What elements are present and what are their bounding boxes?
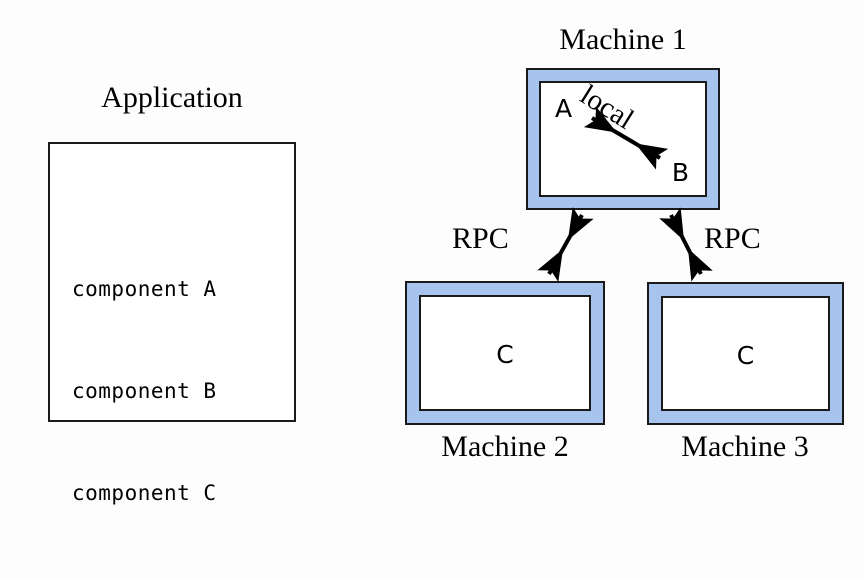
- node-label-c: C: [496, 340, 514, 369]
- edge-label-rpc-right: RPC: [704, 222, 761, 255]
- machine-1-label: Machine 1: [559, 23, 687, 56]
- list-item: component B: [72, 379, 217, 403]
- arrow-rpc-machine3: [659, 207, 713, 282]
- node-label-c: C: [736, 341, 755, 370]
- machine-3-screen: C: [661, 296, 830, 411]
- application-box: component A component B component C: [48, 142, 296, 505]
- list-item: component C: [72, 481, 217, 505]
- component-list: component A component B component C: [72, 204, 217, 578]
- edge-label-rpc-left: RPC: [452, 222, 509, 255]
- machine-3-label: Machine 3: [681, 430, 809, 463]
- diagram-canvas: Application component A component B comp…: [48, 23, 844, 505]
- node-label-b: B: [671, 158, 689, 187]
- arrow-rpc-machine2: [537, 207, 594, 282]
- machine-1-box: A B: [526, 68, 720, 210]
- node-label-a: A: [555, 94, 573, 123]
- list-item: component A: [72, 277, 217, 301]
- machine-1-screen: A B: [539, 81, 707, 197]
- machine-2-box: C: [405, 281, 605, 425]
- machine-2-screen: C: [419, 295, 591, 411]
- application-title: Application: [101, 81, 243, 114]
- machine-3-box: C: [647, 282, 844, 425]
- machine-2-label: Machine 2: [441, 430, 569, 463]
